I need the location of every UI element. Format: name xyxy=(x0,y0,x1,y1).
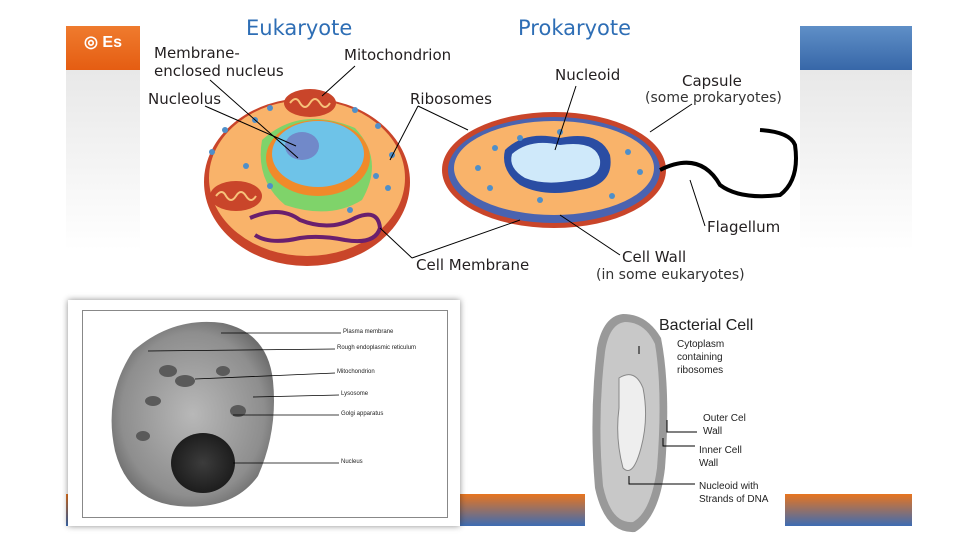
prokaryote-ribosomes xyxy=(475,129,643,203)
label-cell-membrane: Cell Membrane xyxy=(416,256,530,274)
ribosome-dots xyxy=(209,105,395,213)
label-flagellum: Flagellum xyxy=(707,218,781,236)
micro-label-mito: Mitochondrion xyxy=(337,369,375,375)
micro-label-plasma: Plasma membrane xyxy=(343,329,394,335)
bacterial-title: Bacterial Cell xyxy=(659,317,754,334)
bacterial-outer-wall: Outer Cel Wall xyxy=(703,413,746,437)
logo: ◎ Es xyxy=(84,32,122,52)
micro-label-lysosome: Lysosome xyxy=(341,391,369,397)
micro-label-golgi: Golgi apparatus xyxy=(341,411,384,417)
micrograph-image: Plasma membrane Rough endoplasmic reticu… xyxy=(82,310,448,518)
micrograph-frame: Plasma membrane Rough endoplasmic reticu… xyxy=(68,300,460,526)
bacterial-cytoplasm: Cytoplasm containing ribosomes xyxy=(677,339,725,376)
logo-icon: ◎ xyxy=(84,34,98,51)
label-membrane-nucleus: Membrane- enclosed nucleus xyxy=(154,44,284,80)
micro-label-rer: Rough endoplasmic reticulum xyxy=(337,345,417,351)
label-cell-wall: Cell Wall xyxy=(622,248,687,266)
logo-text: Es xyxy=(102,34,122,51)
prokaryote-title: Prokaryote xyxy=(518,16,632,40)
label-capsule: Capsule xyxy=(682,72,742,90)
label-nucleoid: Nucleoid xyxy=(555,66,621,84)
leader-lines xyxy=(204,65,706,259)
label-nucleolus: Nucleolus xyxy=(148,90,222,108)
nucleus xyxy=(272,121,364,187)
bacteria-svg xyxy=(592,314,697,533)
bacteria-nucleoid xyxy=(617,374,647,471)
nucleoid xyxy=(511,142,601,183)
nucleolus xyxy=(285,132,319,160)
flagellum xyxy=(659,128,798,199)
top-blue-band xyxy=(780,26,912,70)
nucleus-micro xyxy=(171,433,235,493)
micrograph-svg xyxy=(111,321,341,507)
label-cell-wall-note: (in some eukaryotes) xyxy=(596,267,745,283)
micro-label-nucleus: Nucleus xyxy=(341,459,363,465)
eukaryote-title: Eukaryote xyxy=(246,16,353,40)
bacterial-nucleoid: Nucleoid with Strands of DNA xyxy=(699,481,769,505)
label-mitochondrion: Mitochondrion xyxy=(344,46,452,64)
label-capsule-note: (some prokaryotes) xyxy=(645,90,782,106)
bacterial-inner-wall: Inner Cell Wall xyxy=(699,445,742,469)
label-ribosomes: Ribosomes xyxy=(410,90,492,108)
bacterial-panel: Bacterial Cell Cytoplasm containing ribo… xyxy=(585,308,785,538)
